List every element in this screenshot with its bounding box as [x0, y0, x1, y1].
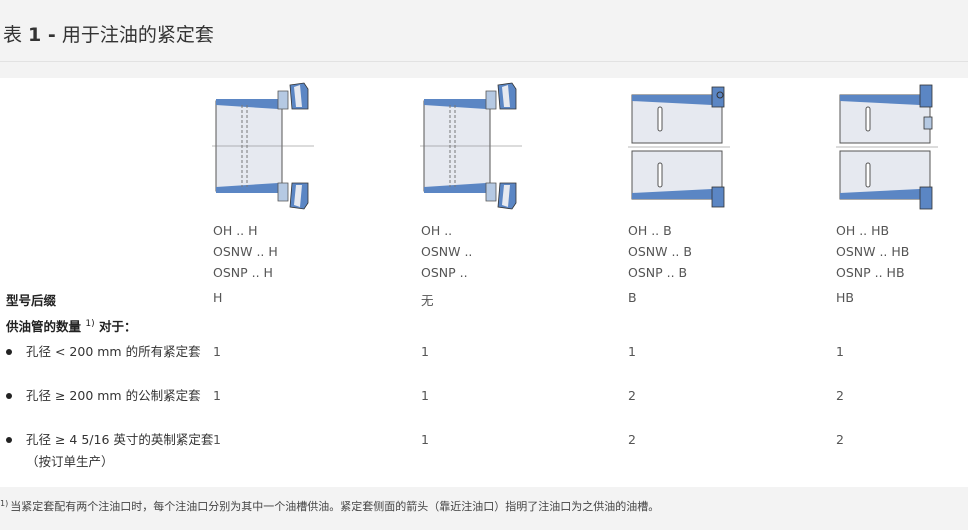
page-title: 表 1 - 用于注油的紧定套 — [3, 24, 214, 46]
count-cell: 2 — [836, 388, 844, 403]
sleeve-hb-drawing-icon — [836, 84, 938, 210]
count-cell: 1 — [421, 432, 429, 447]
suffix-cell: B — [628, 290, 637, 305]
count-cell: 1 — [421, 344, 429, 359]
sleeve-plain-drawing-icon — [420, 82, 522, 210]
footnote: 1)当紧定套配有两个注油口时，每个注油口分别为其中一个油槽供油。紧定套侧面的箭头… — [0, 499, 660, 513]
sleeve-b-drawing-icon — [628, 86, 730, 208]
footnote-ref[interactable]: 1) — [85, 319, 95, 329]
count-cell: 2 — [628, 432, 636, 447]
suffix-cell: HB — [836, 290, 854, 305]
count-cell: 1 — [628, 344, 636, 359]
bullet-icon — [6, 393, 12, 399]
count-cell: 2 — [628, 388, 636, 403]
oil-supply-count-label: 供油管的数量 1) 对于： — [6, 319, 137, 334]
sleeve-h-drawing-icon — [212, 82, 314, 210]
suffix-cell: H — [213, 290, 223, 305]
variant-list-plain: OH ..OSNW ..OSNP .. — [421, 223, 473, 280]
count-cell: 1 — [421, 388, 429, 403]
count-cell: 1 — [213, 388, 221, 403]
bullet-icon — [6, 349, 12, 355]
bullet-icon — [6, 437, 12, 443]
count-cell: 2 — [836, 432, 844, 447]
count-cell: 1 — [213, 432, 221, 447]
count-cell: 1 — [213, 344, 221, 359]
suffix-row-label: 型号后缀 — [6, 293, 57, 308]
suffix-cell: 无 — [421, 293, 434, 308]
count-cell: 1 — [836, 344, 844, 359]
title-bar: 表 1 - 用于注油的紧定套 — [0, 0, 968, 62]
